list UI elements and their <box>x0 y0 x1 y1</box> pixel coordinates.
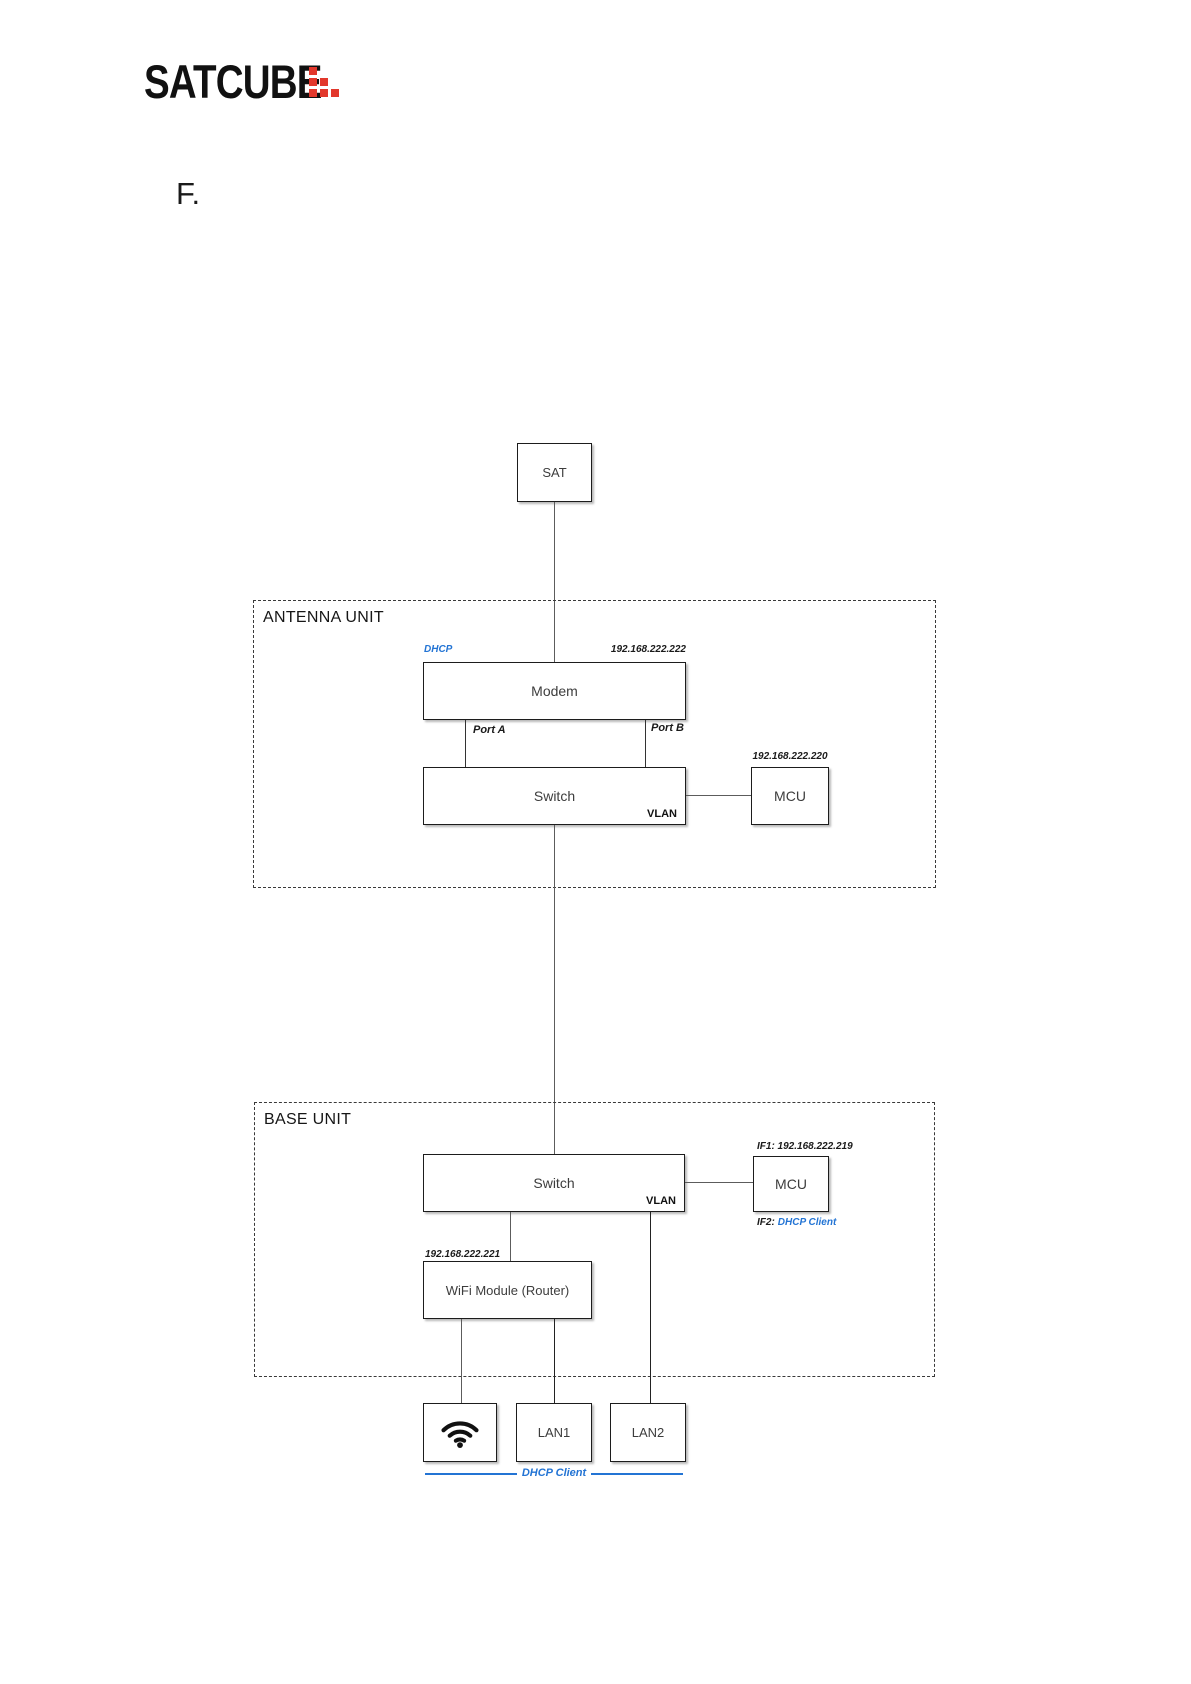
base-mcu-if1-label: IF1: 192.168.222.219 <box>757 1141 853 1152</box>
antenna-mcu-ip-label: 192.168.222.220 <box>752 751 828 762</box>
antenna-switch-vlan-label: VLAN <box>647 808 677 820</box>
wifi-ap-node <box>423 1403 497 1462</box>
link-port-a <box>465 720 466 767</box>
link-wifi-module-lan1 <box>554 1319 555 1403</box>
link-port-b <box>645 720 646 767</box>
modem-node: Modem <box>423 662 686 720</box>
link-antenna-switch-mcu <box>686 795 751 796</box>
base-mcu-label: MCU <box>775 1176 807 1192</box>
base-switch-label: Switch <box>533 1175 575 1191</box>
lan1-node: LAN1 <box>516 1403 592 1462</box>
link-wifi-module-ap <box>461 1319 462 1403</box>
port-b-label: Port B <box>651 722 684 734</box>
link-base-switch-mcu <box>685 1182 753 1183</box>
base-unit-title: BASE UNIT <box>264 1111 352 1128</box>
link-antenna-base <box>554 825 555 1154</box>
link-sat-modem <box>554 502 555 662</box>
lan2-node: LAN2 <box>610 1403 686 1462</box>
modem-ip-label: 192.168.222.222 <box>610 644 686 655</box>
link-switch-wifi-module <box>510 1212 511 1261</box>
base-switch-vlan-label: VLAN <box>646 1195 676 1207</box>
dhcp-client-bottom-label: DHCP Client <box>521 1467 587 1479</box>
antenna-unit-title: ANTENNA UNIT <box>263 609 384 626</box>
base-switch-node: Switch VLAN <box>423 1154 685 1212</box>
satcube-logo-dots-icon <box>309 67 339 97</box>
base-mcu-if2-label: IF2:DHCP Client <box>757 1217 836 1228</box>
dhcp-client-line-right <box>591 1473 683 1475</box>
base-unit-container: BASE UNIT <box>254 1102 935 1377</box>
antenna-mcu-node: MCU <box>751 767 829 825</box>
antenna-unit-container: ANTENNA UNIT <box>253 600 936 888</box>
antenna-switch-node: Switch VLAN <box>423 767 686 825</box>
lan2-label: LAN2 <box>631 1425 665 1440</box>
base-mcu-if2-value: DHCP Client <box>777 1217 837 1228</box>
base-mcu-node: MCU <box>753 1156 829 1212</box>
wifi-module-label: WiFi Module (Router) <box>445 1282 570 1298</box>
wifi-icon <box>441 1420 479 1448</box>
wifi-module-node: WiFi Module (Router) <box>423 1261 592 1319</box>
modem-dhcp-label: DHCP <box>424 644 453 655</box>
dhcp-client-line-left <box>425 1473 517 1475</box>
port-a-label: Port A <box>473 724 506 736</box>
satcube-logo: SATCUBE <box>144 55 323 108</box>
antenna-mcu-label: MCU <box>774 788 806 804</box>
sat-node-label: SAT <box>542 465 567 480</box>
antenna-switch-label: Switch <box>533 788 576 804</box>
base-mcu-if2-prefix: IF2: <box>757 1217 775 1228</box>
section-letter-heading: F. <box>176 176 201 211</box>
modem-node-label: Modem <box>531 683 578 699</box>
sat-node: SAT <box>517 443 592 502</box>
wifi-module-ip-label: 192.168.222.221 <box>425 1249 501 1260</box>
link-switch-lan2 <box>650 1212 651 1403</box>
lan1-label: LAN1 <box>537 1425 571 1440</box>
